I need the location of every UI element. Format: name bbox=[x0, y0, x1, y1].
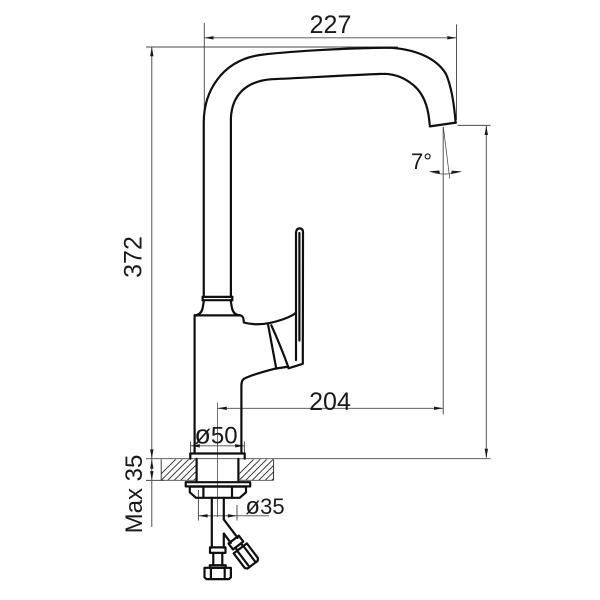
svg-text:204: 204 bbox=[309, 388, 351, 416]
svg-text:ø35: ø35 bbox=[245, 493, 284, 520]
svg-text:ø50: ø50 bbox=[194, 420, 237, 450]
svg-text:227: 227 bbox=[310, 11, 352, 39]
svg-text:7°: 7° bbox=[411, 149, 432, 174]
svg-text:372: 372 bbox=[120, 236, 148, 278]
svg-text:Max 35: Max 35 bbox=[121, 455, 148, 534]
